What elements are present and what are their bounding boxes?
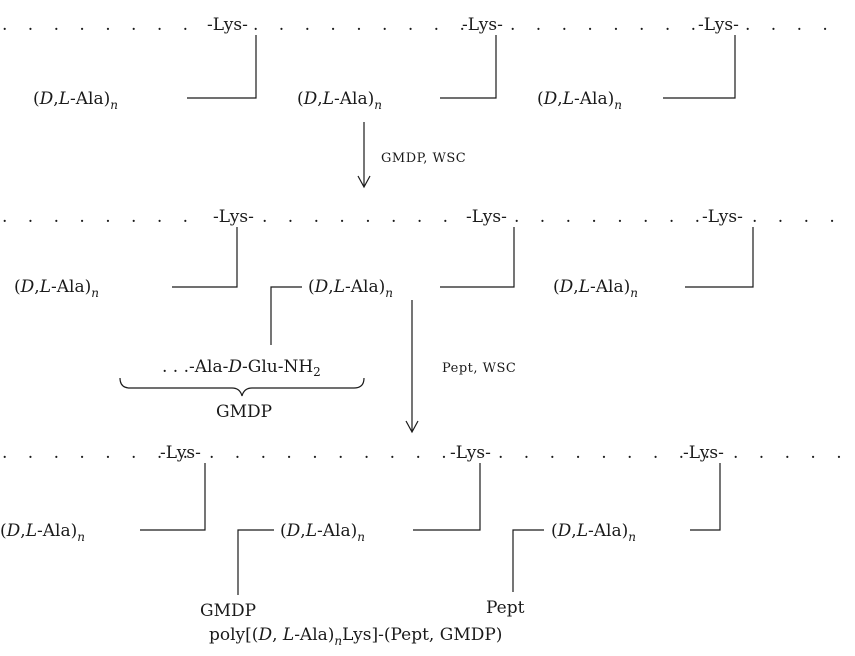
- backbone-dots: . . . . . . . .: [514, 207, 708, 227]
- ala-side-chain: (D,L-Ala)n: [537, 89, 622, 112]
- reaction-arrow-1: GMDP, WSC: [357, 122, 466, 189]
- lys-label: -Lys-: [702, 207, 743, 227]
- arrow-head: [357, 175, 371, 189]
- reaction-arrow-2: Pept, WSC: [405, 300, 516, 434]
- row-1-bonds: [187, 35, 736, 99]
- backbone-dots: . . . . . . . .: [2, 15, 196, 35]
- underbrace: [119, 377, 365, 397]
- row-2-bonds: [172, 227, 754, 345]
- gmdp-label: GMDP: [200, 601, 256, 621]
- ala-side-chain: (D,L-Ala)n: [308, 277, 393, 300]
- row-3-end-labels: GMDP Pept: [200, 598, 525, 621]
- row-1-side-chains: (D,L-Ala)n (D,L-Ala)n (D,L-Ala)n: [33, 89, 622, 112]
- ala-side-chain: (D,L-Ala)n: [297, 89, 382, 112]
- gmdp-label: GMDP: [216, 402, 272, 422]
- arrow-head: [405, 420, 419, 434]
- pept-label: Pept: [486, 598, 525, 618]
- row-2-backbone: . . . . . . . . -Lys- . . . . . . . . -L…: [2, 207, 842, 227]
- bond-line: [663, 35, 736, 99]
- ala-side-chain: (D,L-Ala)n: [551, 521, 636, 544]
- final-product-name: poly[(D, L-Ala)nLys]-(Pept, GMDP): [209, 625, 502, 648]
- gmdp-peptide-chain: . . .-Ala-D-Glu-NH2: [162, 357, 321, 379]
- backbone-dots: . . . . . . . . .: [498, 443, 717, 463]
- bond-line: [690, 463, 721, 531]
- lys-label: -Lys-: [207, 15, 248, 35]
- backbone-dots: . . . . . . . .: [262, 207, 456, 227]
- bond-line: [685, 227, 754, 288]
- backbone-dots: . . . .: [752, 207, 842, 227]
- row-3-backbone: . . . . . . . . -Lys- . . . . . . . . . …: [2, 443, 849, 463]
- gmdp-linker-line: [270, 286, 302, 345]
- lys-label: -Lys-: [698, 15, 739, 35]
- row-1-backbone: . . . . . . . . -Lys- . . . . . . . . . …: [2, 15, 835, 35]
- ala-side-chain: (D,L-Ala)n: [14, 277, 99, 300]
- ala-side-chain: (D,L-Ala)n: [33, 89, 118, 112]
- bond-line: [172, 227, 238, 288]
- row-3-bonds: [140, 463, 721, 595]
- backbone-dots: . . . . . . . .: [2, 207, 196, 227]
- lys-label: -Lys-: [683, 443, 724, 463]
- bond-line: [140, 463, 206, 531]
- lys-label: -Lys-: [466, 207, 507, 227]
- gmdp-linker-line: [237, 529, 274, 595]
- backbone-dots: . . . .: [745, 15, 835, 35]
- backbone-dots: . . . . . . . . .: [253, 15, 472, 35]
- bond-line: [413, 463, 481, 531]
- lys-label: -Lys-: [213, 207, 254, 227]
- row-2-side-chains: (D,L-Ala)n (D,L-Ala)n (D,L-Ala)n: [14, 277, 638, 300]
- backbone-dots: . . . . .: [733, 443, 849, 463]
- backbone-dots: . . . . . . . .: [510, 15, 704, 35]
- bond-line: [187, 35, 257, 99]
- step2-reagents: Pept, WSC: [442, 361, 516, 376]
- backbone-dots: . . . . . . . . . .: [209, 443, 454, 463]
- lys-label: -Lys-: [160, 443, 201, 463]
- lys-label: -Lys-: [450, 443, 491, 463]
- gmdp-fragment: . . .-Ala-D-Glu-NH2 GMDP: [119, 357, 365, 422]
- lys-label: -Lys-: [462, 15, 503, 35]
- step1-reagents: GMDP, WSC: [381, 151, 466, 166]
- bond-line: [440, 35, 497, 99]
- ala-side-chain: (D,L-Ala)n: [0, 521, 85, 544]
- ala-side-chain: (D,L-Ala)n: [553, 277, 638, 300]
- bond-line: [440, 227, 515, 288]
- pept-linker-line: [512, 529, 544, 592]
- ala-side-chain: (D,L-Ala)n: [280, 521, 365, 544]
- row-3-side-chains: (D,L-Ala)n (D,L-Ala)n (D,L-Ala)n: [0, 521, 636, 544]
- backbone-dots: . . . . . . . .: [2, 443, 196, 463]
